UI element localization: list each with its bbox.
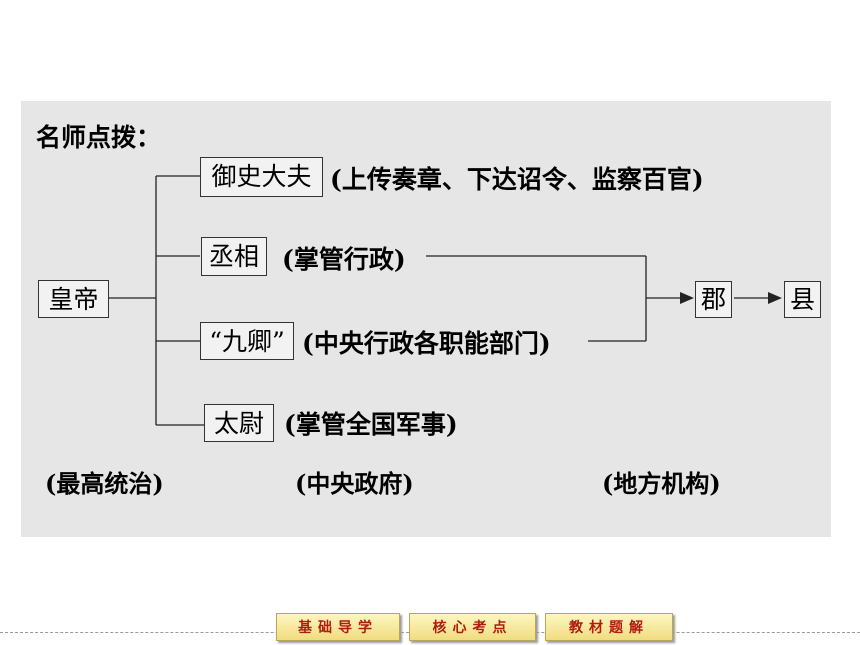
official-yushi-desc: (上传奏章、下达诏令、监察百官) xyxy=(330,165,704,194)
official-chengxiang-box: 丞相 xyxy=(201,237,267,276)
official-taiwei-desc: (掌管全国军事) xyxy=(284,410,458,439)
commandery-box: 郡 xyxy=(695,281,732,318)
caption-local: (地方机构) xyxy=(602,469,721,498)
official-chengxiang-desc: (掌管行政) xyxy=(282,245,406,274)
official-jiuqing-desc: (中央行政各职能部门) xyxy=(302,329,551,358)
official-jiuqing-box: “九卿” xyxy=(200,322,294,360)
arrowhead-commandery xyxy=(680,292,694,304)
emperor-box: 皇帝 xyxy=(38,280,109,318)
caption-central: (中央政府) xyxy=(295,469,414,498)
nav-textbook-button[interactable]: 教材题解 xyxy=(545,613,673,641)
arrowhead-county xyxy=(768,292,782,304)
caption-top: (最高统治) xyxy=(45,469,164,498)
official-taiwei-box: 太尉 xyxy=(204,404,274,442)
nav-basic-button[interactable]: 基础导学 xyxy=(276,613,400,641)
county-box: 县 xyxy=(784,281,821,318)
diagram-title: 名师点拨： xyxy=(36,123,162,152)
official-yushi-box: 御史大夫 xyxy=(200,157,323,197)
nav-core-button[interactable]: 核心考点 xyxy=(409,613,536,641)
